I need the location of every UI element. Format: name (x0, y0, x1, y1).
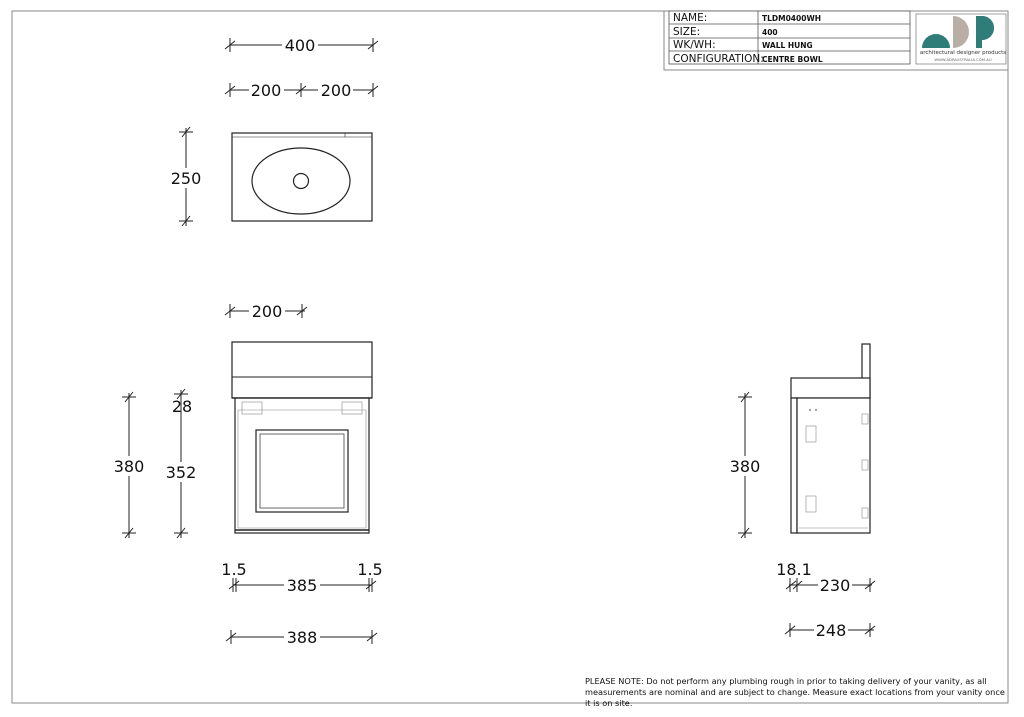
dim-side-380-label: 380 (730, 457, 761, 476)
dim-top-depth: 250 (170, 126, 202, 227)
side-cabinet (796, 397, 871, 534)
dim-200-right-label: 200 (321, 81, 352, 100)
dim-230-label: 230 (820, 576, 851, 595)
dim-1-5-right-label: 1.5 (357, 560, 382, 579)
dim-front-overall: 388 (225, 628, 378, 647)
dim-388-label: 388 (287, 628, 318, 647)
tb-config-value: CENTRE BOWL (762, 55, 823, 64)
title-block: NAME: TLDM0400WH SIZE: 400 WK/WH: WALL H… (663, 10, 1009, 71)
dim-18-1-label: 18.1 (776, 560, 812, 579)
dim-400-label: 400 (285, 36, 316, 55)
bracket-left (241, 401, 263, 415)
side-door (790, 397, 798, 534)
dim-front-352-label: 352 (166, 463, 197, 482)
logo-text: architectural designer products (919, 50, 1007, 56)
dim-side-depth: 18.1 230 (776, 560, 876, 595)
sheet-border (11, 10, 1009, 704)
tb-wkwh-value: WALL HUNG (762, 41, 813, 50)
dim-front-drawer: 28 352 (165, 388, 197, 539)
plumbing-note: PLEASE NOTE: Do not perform any plumbing… (585, 676, 1005, 708)
tb-wkwh-label: WK/WH: (673, 39, 716, 51)
dim-front-380-label: 380 (114, 457, 145, 476)
side-basin (790, 377, 871, 399)
bracket-right (341, 401, 363, 415)
dim-top-width: 400 (224, 36, 379, 55)
dim-front-height: 380 (113, 391, 145, 539)
dim-front-half: 200 (224, 302, 308, 321)
plan-view (231, 132, 373, 222)
dim-side-overall: 248 (784, 621, 876, 640)
logo-url: WWW.ADPAUSTRALIA.COM.AU (934, 57, 992, 62)
dim-385-label: 385 (287, 576, 318, 595)
tb-size-value: 400 (762, 28, 778, 37)
dim-side-height: 380 (729, 391, 761, 539)
front-cabinet (234, 397, 370, 534)
adp-logo (922, 16, 994, 48)
side-elevation (790, 343, 871, 534)
dim-1-5-left-label: 1.5 (221, 560, 246, 579)
dim-200-left-label: 200 (251, 81, 282, 100)
tb-size-label: SIZE: (673, 26, 700, 38)
tb-name-label: NAME: (673, 12, 707, 24)
basin-bowl (251, 147, 351, 215)
basin-top-outline (231, 132, 373, 222)
front-drawer-panel (255, 429, 349, 513)
front-basin (231, 341, 373, 399)
waste-hole (292, 172, 310, 190)
dim-front-28-label: 28 (172, 397, 192, 416)
tb-config-label: CONFIGURATION: (673, 53, 764, 65)
front-elevation (231, 341, 373, 534)
dim-top-halves: 200 200 (224, 81, 379, 100)
dim-front-200-label: 200 (252, 302, 283, 321)
dim-250-label: 250 (171, 169, 202, 188)
tb-name-value: TLDM0400WH (762, 14, 821, 23)
dim-248-label: 248 (816, 621, 847, 640)
dim-front-inner: 1.5 1.5 385 (221, 560, 382, 595)
